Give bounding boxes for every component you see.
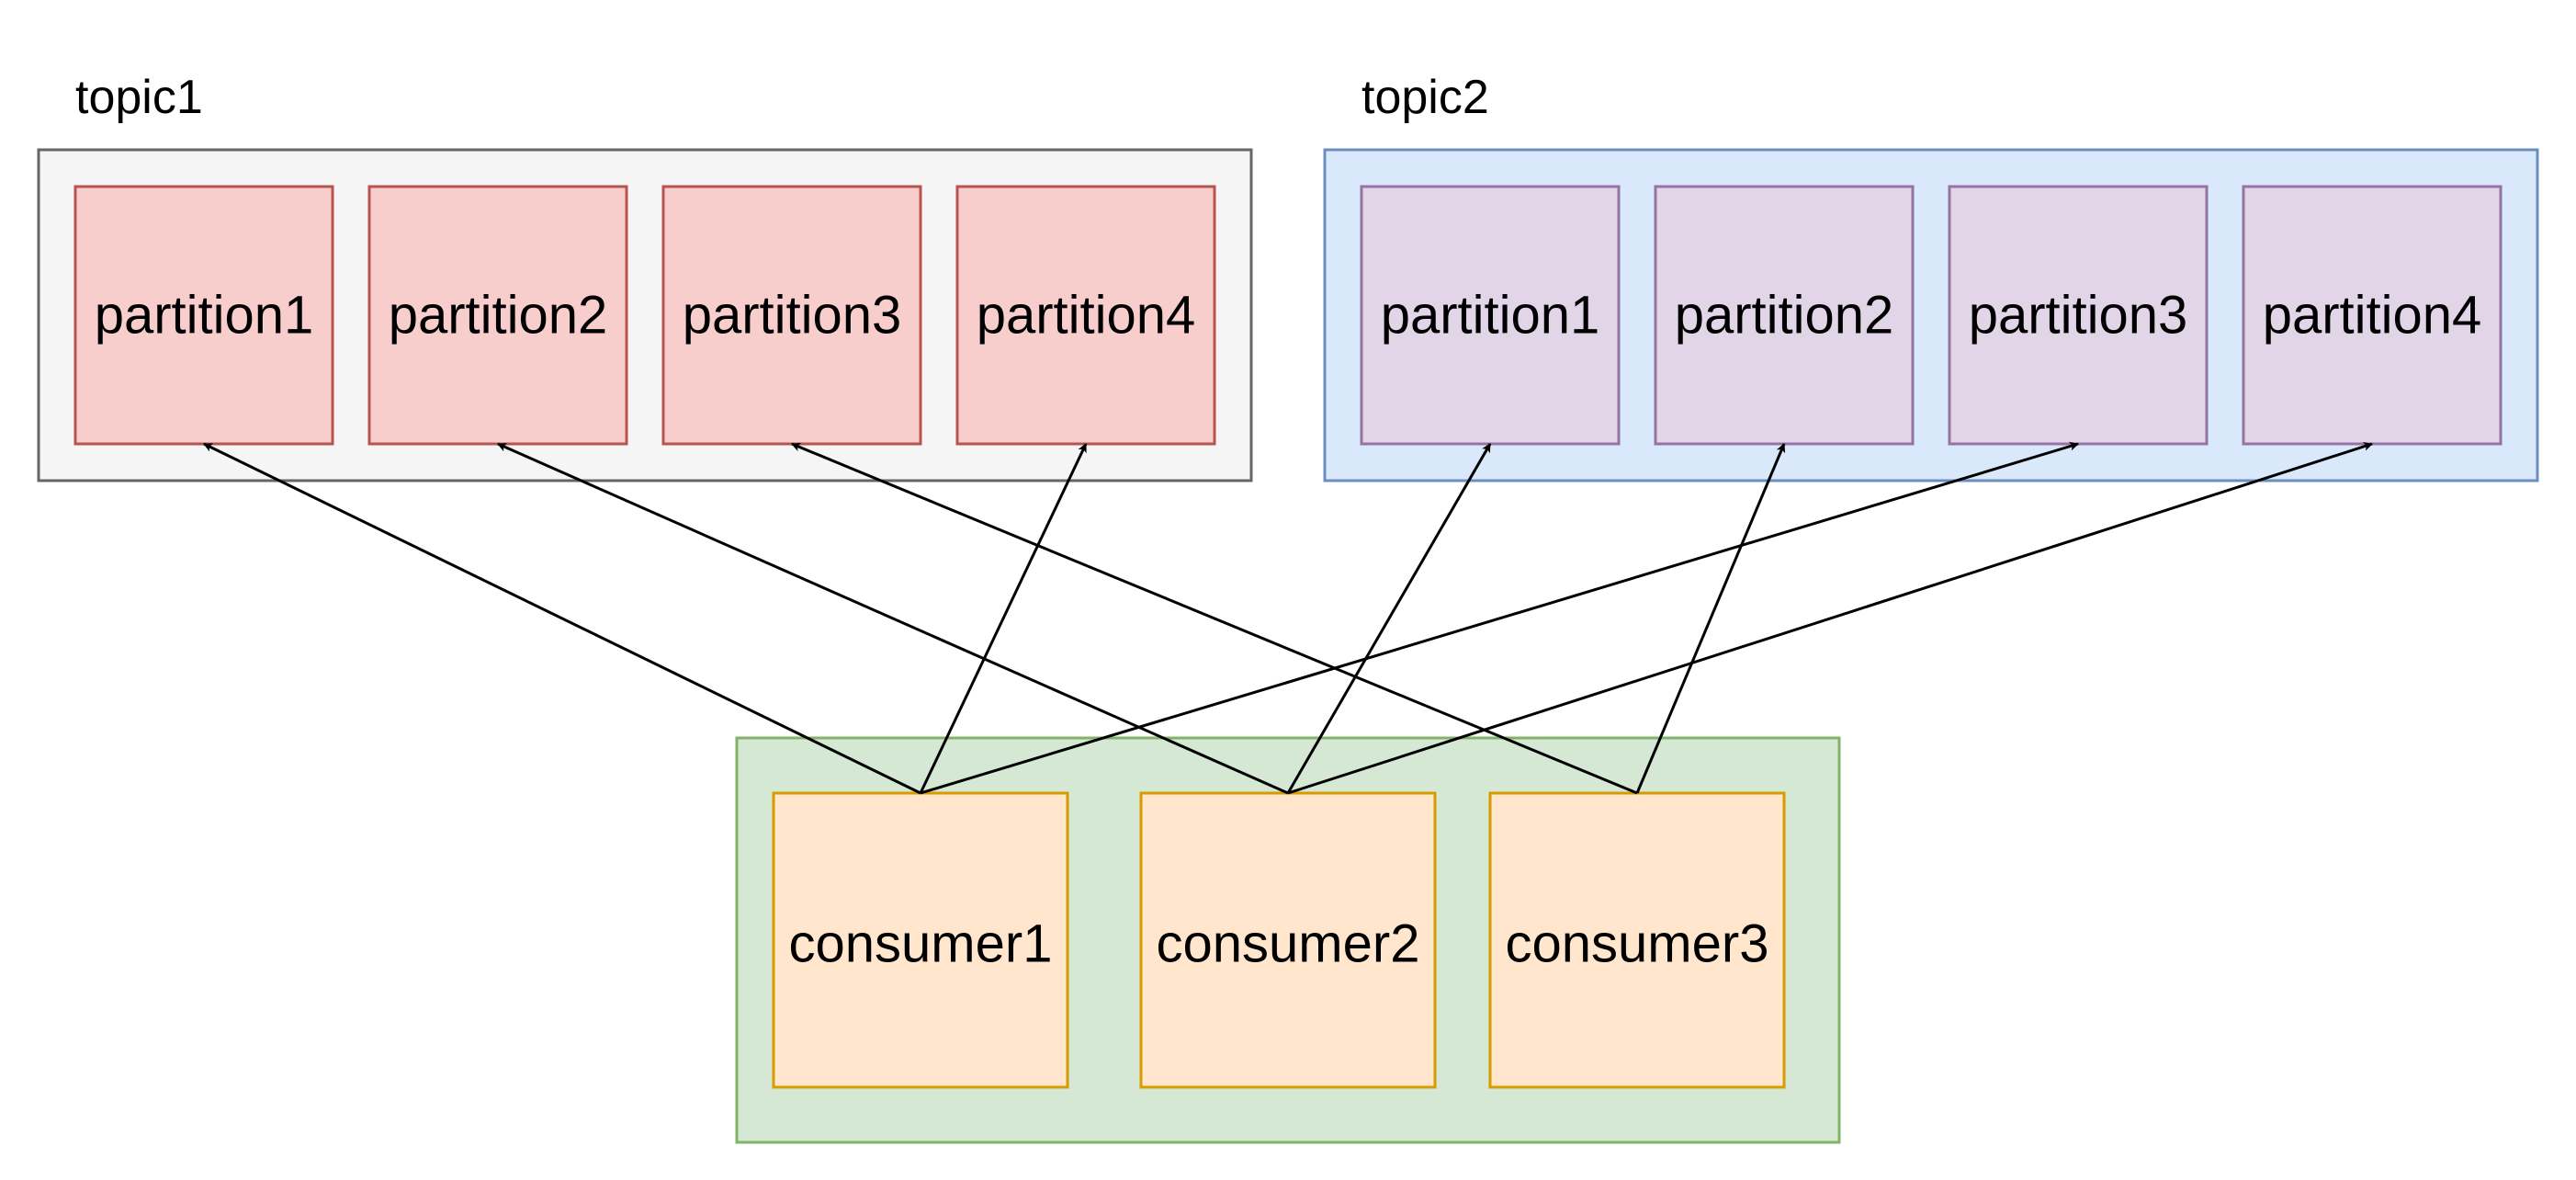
arrow-consumer3-to-topic2-partition2 [1635,443,1786,794]
topic1-partition1-box [73,185,334,446]
topic2-partition2-label: partition2 [1675,286,1894,346]
consumer1-label: consumer1 [789,914,1053,974]
topic2-partition3-label: partition3 [1969,286,2188,346]
topic1-partition1-label: partition1 [95,286,314,346]
topic2-group: topic2 partition1 partition2 partition3 … [1323,71,2539,482]
topic2-partition1-label: partition1 [1381,286,1600,346]
consumer2-label: consumer2 [1157,914,1420,974]
consumer2-box [1139,791,1437,1089]
topic2-partition3-box [1948,185,2209,446]
topic2-partition4-box [2242,185,2503,446]
topic1-label: topic1 [75,71,203,124]
arrow-consumer2-to-topic2-partition4 [1287,441,2373,795]
topic1-partitions: partition1 partition2 partition3 partiti… [73,185,1216,446]
topic2-label: topic2 [1361,71,1489,124]
consumer3-label: consumer3 [1506,914,1769,974]
arrow-consumer1-to-topic1-partition1 [203,442,921,795]
arrow-consumer2-to-topic2-partition1 [1286,443,1492,794]
arrow-consumer3-to-topic1-partition3 [791,442,1638,795]
connection-arrows [203,441,2373,795]
topic2-partition1-box [1360,185,1621,446]
topic1-group: topic1 partition1 partition2 partition3 … [37,71,1253,482]
arrow-consumer1-to-topic1-partition4 [919,443,1088,794]
topic2-partition4-label: partition4 [2263,286,2482,346]
consumer1-box [772,791,1069,1089]
topic1-partition3-box [661,185,922,446]
topic1-partition2-box [367,185,628,446]
topic1-partition3-label: partition3 [683,286,902,346]
consumer-group: consumer1 consumer2 consumer3 [735,736,1841,1144]
consumer3-box [1488,791,1786,1089]
topic2-partition2-box [1654,185,1915,446]
topic1-partition2-label: partition2 [389,286,608,346]
arrow-consumer2-to-topic1-partition2 [497,442,1289,795]
topic2-partitions: partition1 partition2 partition3 partiti… [1360,185,2503,446]
topic1-partition4-label: partition4 [977,286,1196,346]
arrow-consumer1-to-topic2-partition3 [920,441,2079,795]
